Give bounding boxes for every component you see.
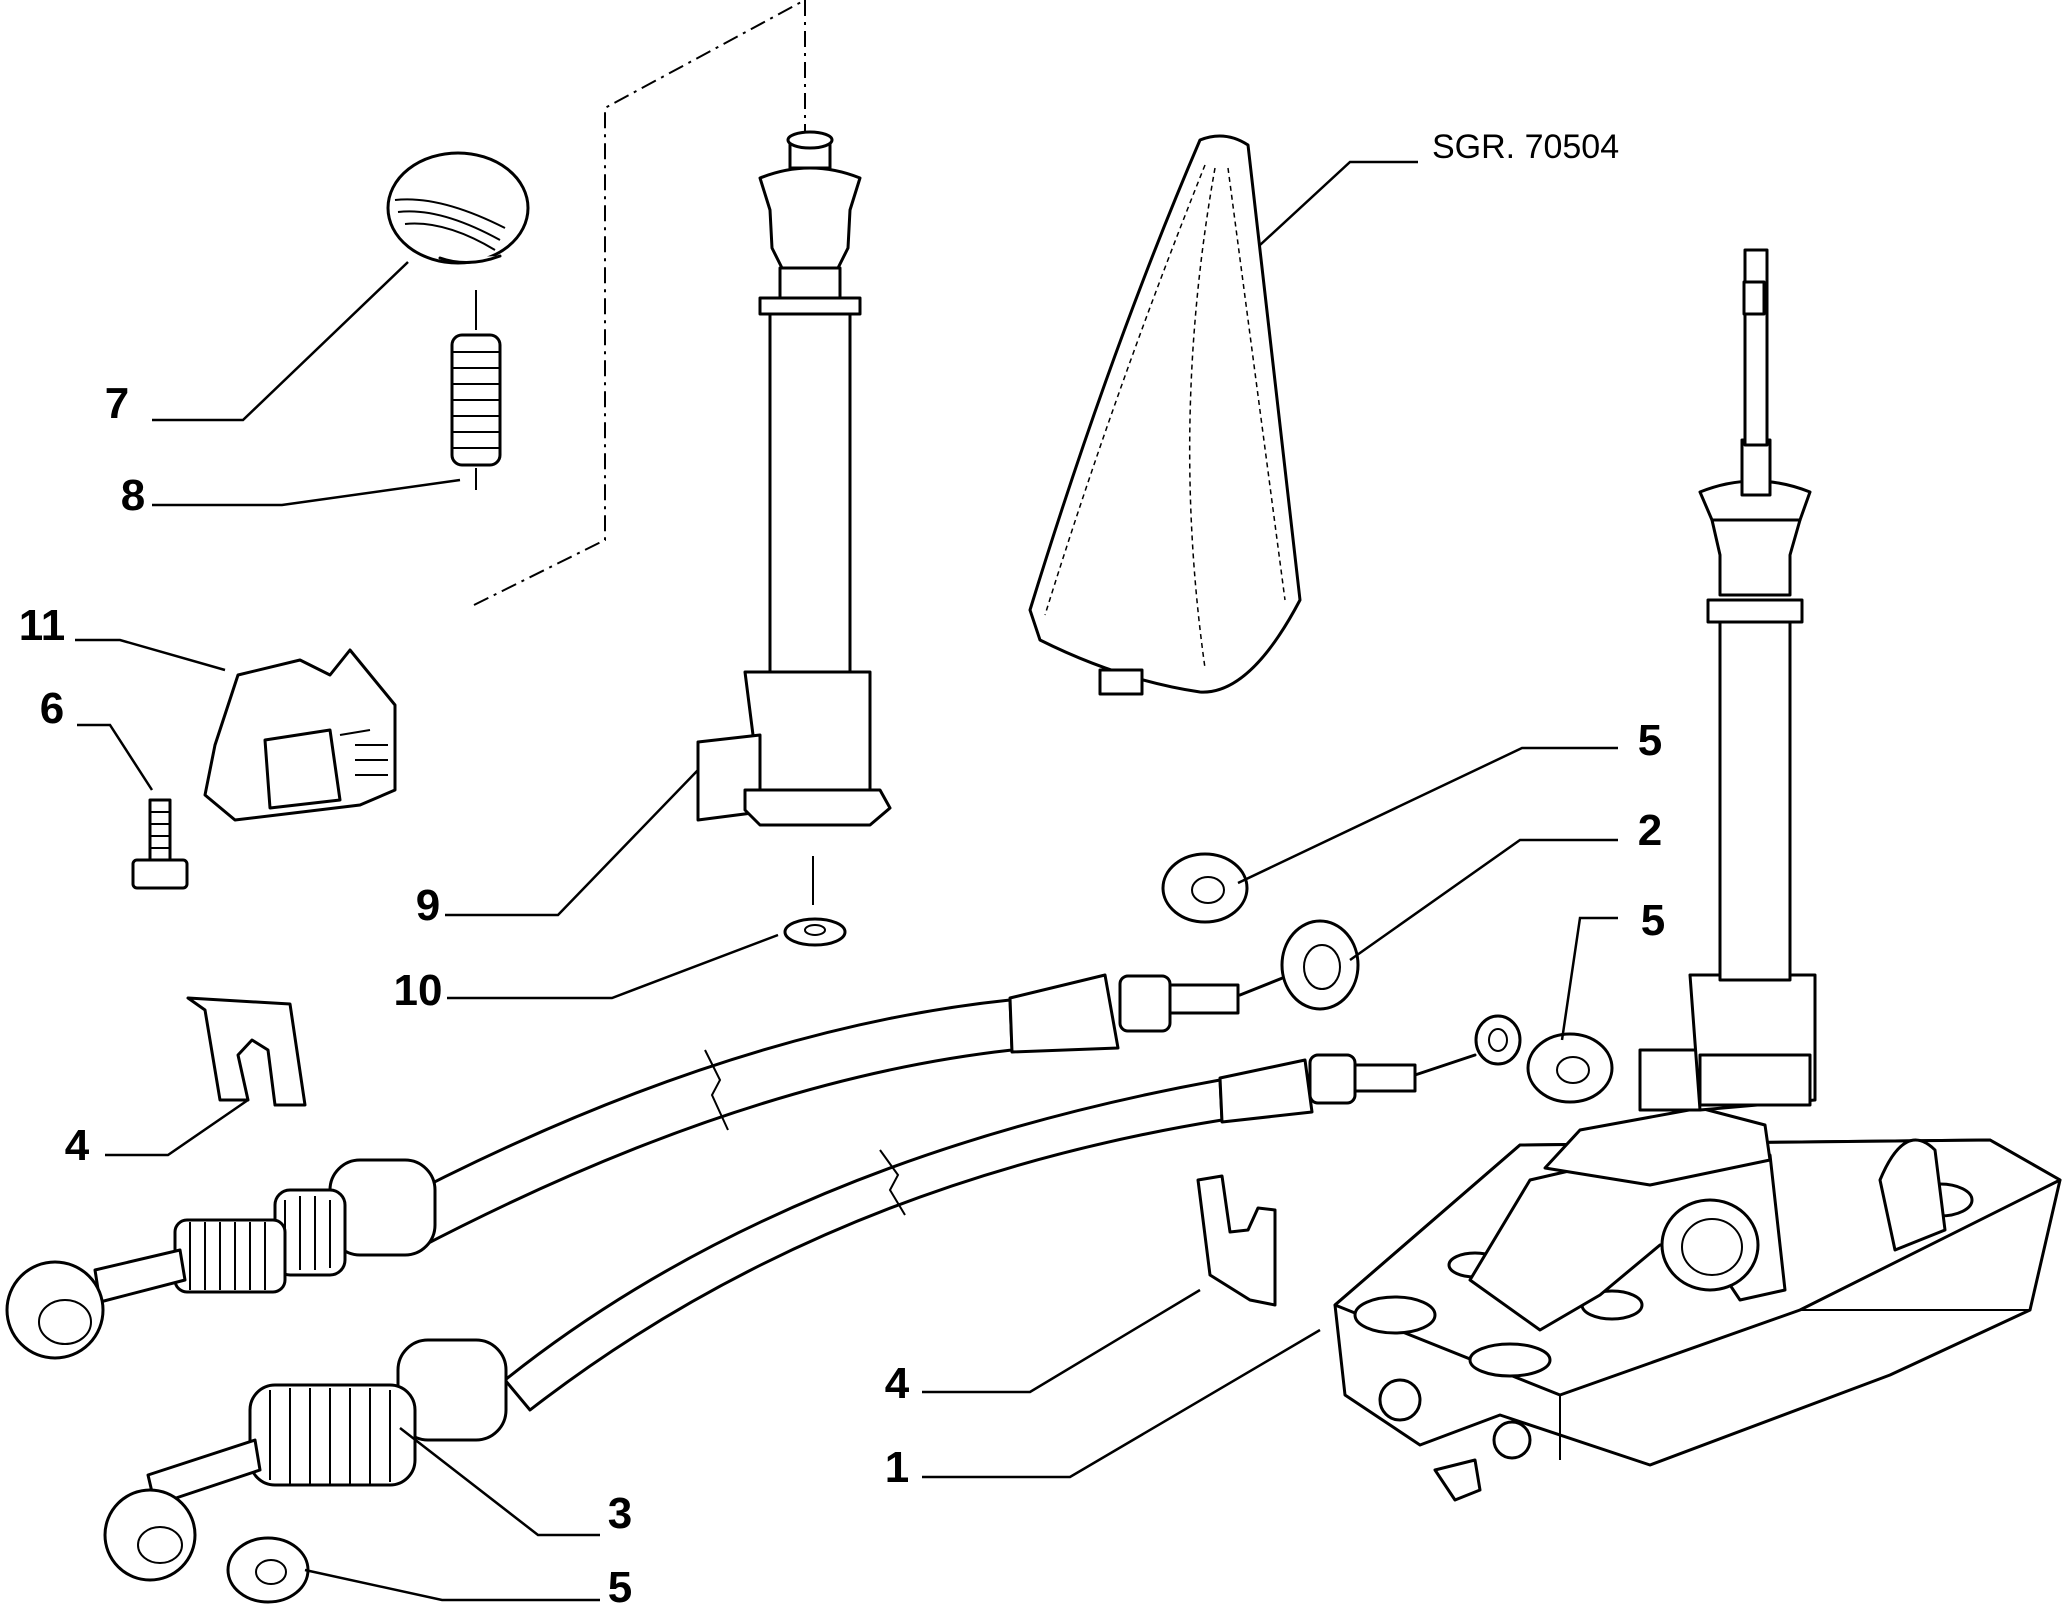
callout-5-lower: 5 xyxy=(608,1563,632,1612)
selector-cable xyxy=(5,919,1360,1360)
callout-4-left: 4 xyxy=(65,1121,90,1170)
callout-9: 9 xyxy=(416,881,440,930)
leader-5a xyxy=(1237,746,1618,885)
spring xyxy=(450,290,502,490)
callout-10: 10 xyxy=(394,966,443,1015)
washer-5-upper xyxy=(1161,852,1249,924)
callout-5-middle: 5 xyxy=(1641,896,1665,945)
leader-1 xyxy=(922,1328,1321,1479)
callout-3: 3 xyxy=(608,1489,632,1538)
callout-4-right: 4 xyxy=(885,1359,910,1408)
gearshift-housing xyxy=(1333,248,2062,1502)
bracket-right xyxy=(1196,1174,1277,1307)
washer-small xyxy=(783,856,847,947)
washer-5-lower xyxy=(226,1536,310,1604)
leader-6 xyxy=(77,723,154,791)
callout-1: 1 xyxy=(885,1443,909,1492)
shift-cable xyxy=(103,1014,1522,1582)
bolt xyxy=(131,798,189,890)
upper-gear-lever xyxy=(696,130,892,827)
leader-5c xyxy=(304,1568,600,1602)
leader-2 xyxy=(1349,838,1618,962)
callout-6: 6 xyxy=(40,684,64,733)
gear-gaiter-boot xyxy=(1028,134,1302,696)
leader-3 xyxy=(399,1427,600,1537)
cable-clip xyxy=(203,648,397,822)
leader-8 xyxy=(152,478,461,507)
assembly-axis-line xyxy=(473,0,806,606)
callout-2: 2 xyxy=(1638,806,1662,855)
callout-11: 11 xyxy=(19,601,66,650)
callout-5-upper: 5 xyxy=(1638,716,1662,765)
leader-5b xyxy=(1560,916,1618,1041)
callout-8: 8 xyxy=(121,471,145,520)
bracket-left xyxy=(186,996,307,1107)
washer-5-middle xyxy=(1526,1032,1614,1104)
leader-7 xyxy=(152,261,409,422)
leader-4a xyxy=(105,1098,249,1157)
leader-ref xyxy=(1259,160,1418,246)
leader-4b xyxy=(922,1288,1201,1394)
reference-label: SGR. 70504 xyxy=(1432,128,1619,166)
leader-10 xyxy=(447,933,779,1000)
leader-9 xyxy=(445,769,699,917)
leader-11 xyxy=(75,638,226,672)
callout-7: 7 xyxy=(105,379,129,428)
gear-knob xyxy=(386,151,530,265)
